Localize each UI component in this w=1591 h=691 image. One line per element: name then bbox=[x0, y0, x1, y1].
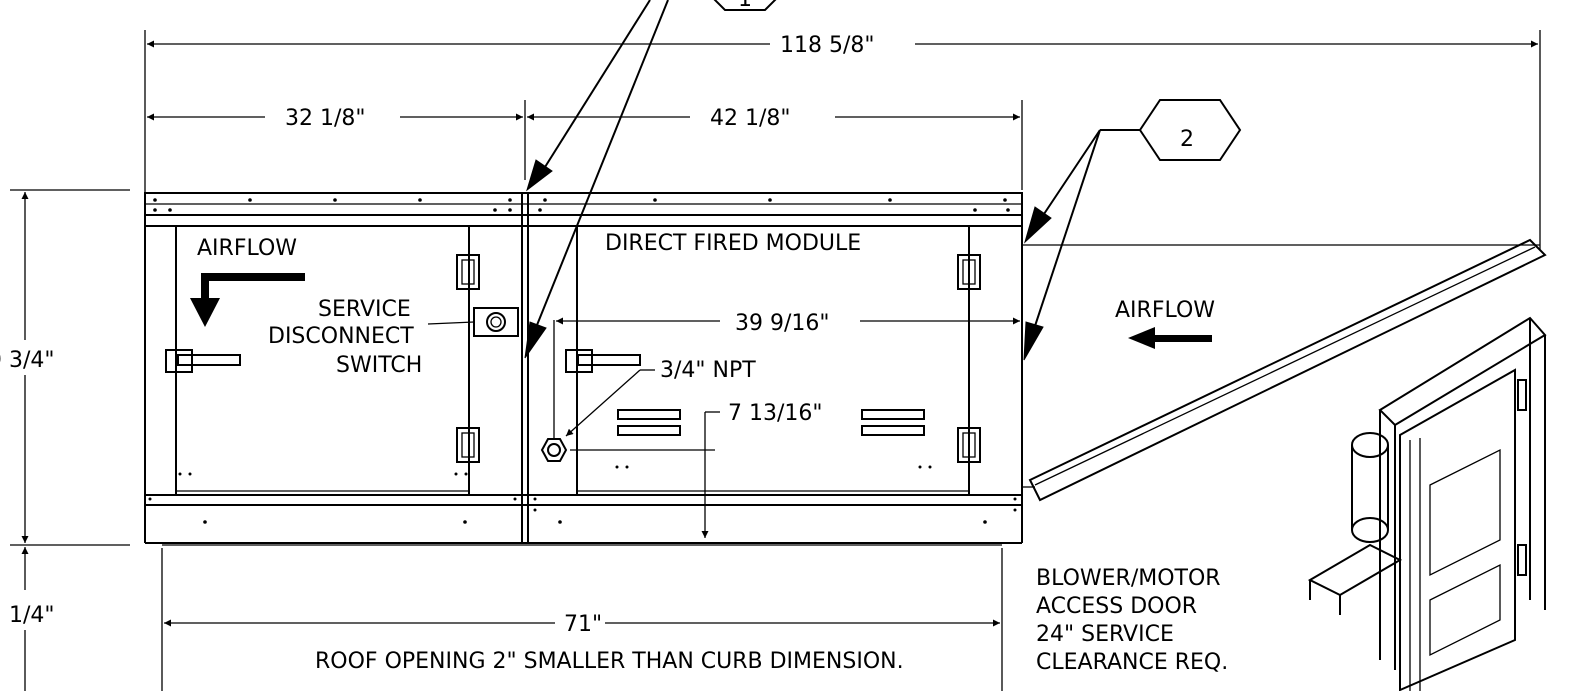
dim-left-section: 32 1/8" bbox=[147, 100, 526, 180]
dim-curb-height: 2 1/4" bbox=[0, 547, 55, 691]
direct-fired-label: DIRECT FIRED MODULE bbox=[605, 231, 861, 256]
latch-handle-icon bbox=[165, 349, 641, 373]
npt-label: 3/4" NPT bbox=[660, 358, 756, 383]
dim-curb-width-label: 71" bbox=[564, 612, 602, 637]
blower-note-4: CLEARANCE REQ. bbox=[1036, 650, 1228, 675]
callout-1: 1 bbox=[524, 0, 777, 359]
dim-overall-width: 118 5/8" bbox=[144, 30, 1541, 250]
callout-2: 2 bbox=[1023, 99, 1242, 361]
dim-height-label: 9 3/4" bbox=[0, 348, 55, 373]
dim-curb-width: 71" bbox=[161, 548, 1003, 691]
callout-1-label: 1 bbox=[738, 0, 752, 12]
blower-door-isometric bbox=[1307, 316, 1547, 691]
dim-inner-width: 39 9/16" bbox=[556, 311, 1020, 336]
airflow-arrow-right-icon bbox=[1128, 327, 1212, 349]
dim-curb-height-label: 2 1/4" bbox=[0, 603, 55, 628]
dim-overall-width-label: 118 5/8" bbox=[780, 33, 875, 58]
service-label-3: SWITCH bbox=[336, 353, 422, 378]
rivets bbox=[148, 198, 1017, 524]
service-label-2: DISCONNECT bbox=[268, 324, 414, 349]
roof-opening-note: ROOF OPENING 2" SMALLER THAN CURB DIMENS… bbox=[315, 649, 904, 674]
dim-left-section-label: 32 1/8" bbox=[285, 106, 366, 131]
dim-inlet-height-label: 7 13/16" bbox=[728, 401, 823, 426]
airflow-label-left: AIRFLOW bbox=[197, 236, 297, 261]
louver-vents bbox=[617, 409, 925, 436]
dim-inlet-height: 7 13/16" bbox=[701, 401, 823, 538]
dim-height: 9 3/4" bbox=[0, 189, 130, 546]
service-label-1: SERVICE bbox=[318, 297, 411, 322]
disconnect-switch-icon bbox=[427, 307, 519, 337]
airflow-label-right: AIRFLOW bbox=[1115, 298, 1215, 323]
dim-inner-width-label: 39 9/16" bbox=[735, 311, 830, 336]
roof-curb-sketch bbox=[1022, 238, 1547, 502]
blower-note-3: 24" SERVICE bbox=[1036, 622, 1174, 647]
dim-right-section: 42 1/8" bbox=[527, 100, 1023, 190]
hinge-icon bbox=[456, 254, 981, 463]
left-access-door bbox=[175, 226, 470, 495]
gas-inlet-icon bbox=[540, 320, 715, 462]
dim-right-section-label: 42 1/8" bbox=[710, 106, 791, 131]
blower-note-2: ACCESS DOOR bbox=[1036, 594, 1197, 619]
airflow-arrow-left-icon bbox=[190, 273, 305, 327]
right-access-door bbox=[576, 226, 970, 495]
callout-2-label: 2 bbox=[1180, 127, 1194, 152]
unit-body: 39 9/16" 7 13/16" bbox=[144, 192, 1023, 544]
blower-note-1: BLOWER/MOTOR bbox=[1036, 566, 1221, 591]
